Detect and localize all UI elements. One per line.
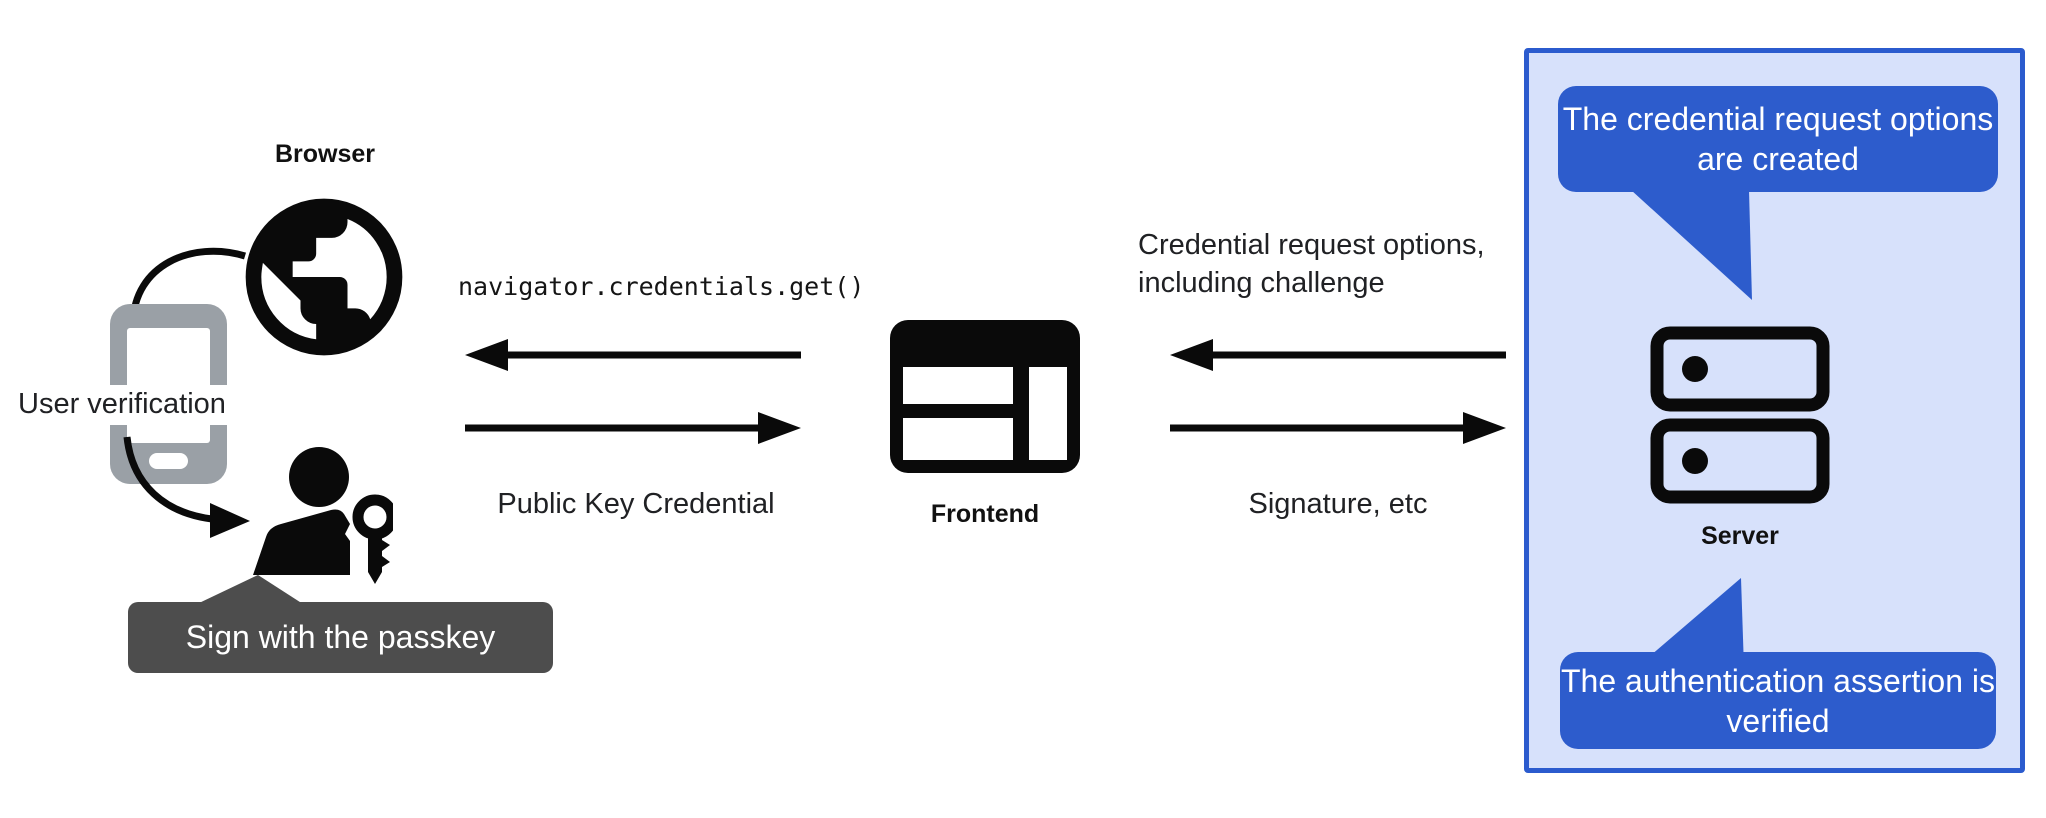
callout-credential-request-created: The credential request options are creat…	[1558, 86, 1998, 192]
arrow-frontend-to-server-icon	[1170, 412, 1506, 444]
curved-arrow-phone-to-user-icon	[123, 436, 250, 538]
credential-request-line1: Credential request options,	[1138, 229, 1485, 261]
person-with-key-icon	[253, 447, 393, 584]
sign-with-passkey-badge: Sign with the passkey	[128, 602, 553, 673]
callout-bottom-text: The authentication assertion is verified	[1560, 662, 1996, 739]
server-label: Server	[1701, 522, 1779, 550]
globe-icon	[245, 198, 403, 356]
arrow-browser-to-frontend-icon	[465, 412, 801, 444]
sign-with-passkey-label: Sign with the passkey	[185, 619, 496, 655]
frontend-label: Frontend	[930, 500, 1040, 528]
navigator-credentials-get-label: navigator.credentials.get()	[458, 272, 865, 301]
arrow-server-to-frontend-icon	[1170, 339, 1506, 371]
callout-top-text: The credential request options are creat…	[1562, 101, 1994, 177]
credential-request-line2: including challenge	[1138, 267, 1385, 299]
server-stack-icon	[1650, 326, 1830, 504]
user-verification-label: User verification	[14, 385, 230, 425]
badge-tail	[197, 575, 303, 604]
public-key-credential-label: Public Key Credential	[497, 488, 775, 520]
signature-etc-label: Signature, etc	[1248, 488, 1428, 520]
callout-assertion-verified: The authentication assertion is verified	[1560, 652, 1996, 749]
browser-label: Browser	[274, 140, 376, 168]
callout-top-tail	[1631, 190, 1752, 300]
browser-window-icon	[890, 320, 1080, 473]
arrow-frontend-to-browser-icon	[465, 339, 801, 371]
callout-bottom-tail	[1636, 578, 1744, 668]
credential-request-options-label: Credential request options, including ch…	[1138, 226, 1485, 302]
